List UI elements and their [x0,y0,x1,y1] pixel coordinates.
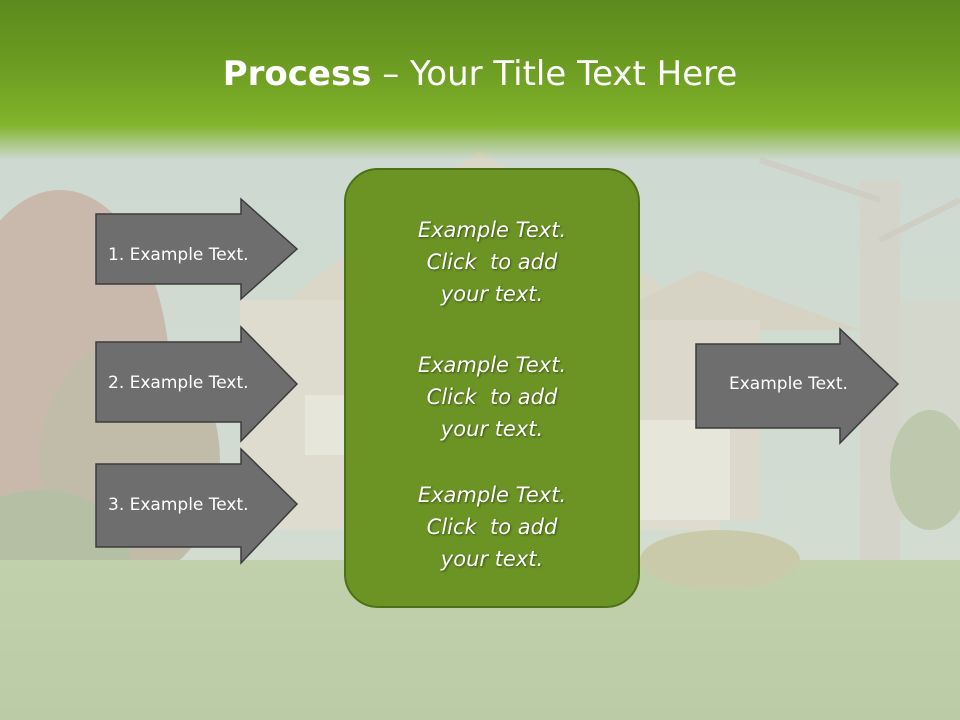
title-band [0,0,960,160]
center-line: Click to add [426,385,558,409]
title-rest: – Your Title Text Here [371,54,738,94]
center-line: Example Text. [417,353,567,377]
center-line: Click to add [426,515,558,539]
center-text-box[interactable]: Example Text. Click to add your text. Ex… [344,168,640,608]
arrow-shape-right [695,327,900,445]
arrow-shape-1 [95,197,299,301]
center-paragraph-3: Example Text. Click to add your text. [346,479,638,575]
center-line: Example Text. [417,483,567,507]
center-line: your text. [440,417,544,441]
arrow-right[interactable]: Example Text. [695,327,901,446]
arrow-shape-2 [95,325,299,443]
center-line: your text. [440,547,544,571]
arrow-1[interactable]: 1. Example Text. [95,197,299,301]
slide-title[interactable]: Process – Your Title Text Here [0,52,960,96]
arrow-label-3: 3. Example Text. [108,495,249,515]
arrow-label-2: 2. Example Text. [108,373,249,393]
arrow-label-right: Example Text. [729,374,848,394]
center-paragraph-2: Example Text. Click to add your text. [346,349,638,445]
arrow-label-1: 1. Example Text. [108,245,249,265]
arrow-shape-3 [95,447,299,565]
center-line: your text. [440,282,544,306]
center-line: Click to add [426,250,558,274]
center-line: Example Text. [417,218,567,242]
title-bold: Process [222,54,372,94]
center-paragraph-1: Example Text. Click to add your text. [346,214,638,310]
arrow-3[interactable]: 3. Example Text. [95,447,299,565]
arrow-2[interactable]: 2. Example Text. [95,325,299,443]
